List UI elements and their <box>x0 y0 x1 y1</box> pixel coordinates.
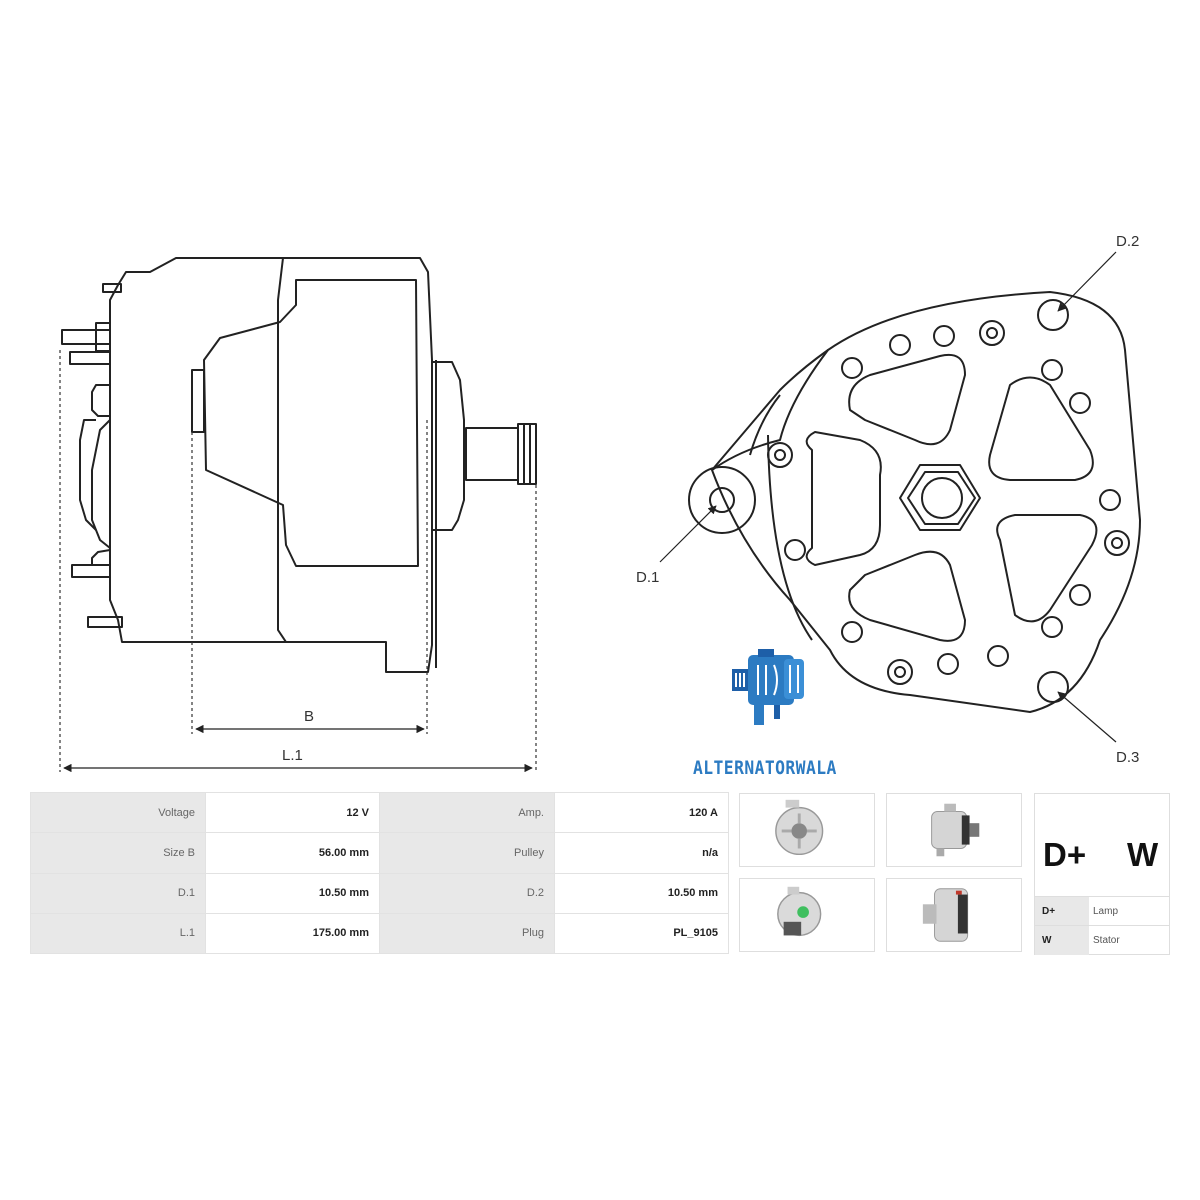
spec-value: n/a <box>554 832 729 874</box>
terminal-headline: D+ W <box>1035 794 1169 897</box>
dim-label-b: B <box>304 708 314 725</box>
spec-value: PL_9105 <box>554 912 729 955</box>
brand-name: ALTERNATORWALA <box>693 757 837 779</box>
terminal-row: W Stator <box>1035 925 1169 955</box>
alternator-logo-icon <box>732 649 804 725</box>
terminal-headline-right: W <box>1127 836 1159 873</box>
dim-label-l1: L.1 <box>282 747 303 764</box>
dim-label-d3: D.3 <box>1116 749 1139 766</box>
spec-value: 175.00 mm <box>205 912 380 955</box>
alternator-back-photo-icon <box>775 799 824 856</box>
terminal-key: D+ <box>1035 897 1089 926</box>
technical-drawing: B L.1 <box>59 233 1141 773</box>
front-view <box>688 291 1141 713</box>
table-row: D.1 10.50 mm D.2 10.50 mm <box>30 872 729 914</box>
photo-thumbnail[interactable] <box>886 878 1022 952</box>
spec-value: 56.00 mm <box>205 832 380 874</box>
dim-label-d2: D.2 <box>1116 233 1139 250</box>
terminal-headline-left: D+ <box>1043 836 1087 873</box>
table-row: Size B 56.00 mm Pulley n/a <box>30 832 729 874</box>
spec-value: 120 A <box>554 791 729 834</box>
alternator-rear-angle-photo-icon <box>777 886 822 937</box>
spec-label: D.2 <box>379 872 555 914</box>
photo-thumbnail[interactable] <box>739 878 875 952</box>
terminal-value: Stator <box>1093 935 1120 946</box>
terminal-value: Lamp <box>1093 906 1119 917</box>
spec-label: D.1 <box>30 872 206 914</box>
leader-lines <box>659 251 1117 743</box>
side-view <box>61 257 537 673</box>
photo-thumbnail[interactable] <box>739 793 875 867</box>
table-row: Voltage 12 V Amp. 120 A <box>30 791 729 834</box>
spec-label: Size B <box>30 832 206 874</box>
spec-label: Amp. <box>379 791 555 834</box>
photo-thumbnail[interactable] <box>886 793 1022 867</box>
spec-label: Plug <box>379 912 555 955</box>
dim-label-d1: D.1 <box>636 569 659 586</box>
dimension-lines <box>59 350 537 773</box>
terminal-legend: D+ W D+ Lamp W Stator <box>1034 793 1170 955</box>
terminal-row: D+ Lamp <box>1035 896 1169 926</box>
spec-table: Voltage 12 V Amp. 120 A Size B 56.00 mm … <box>30 791 729 955</box>
alternator-side-angle-photo-icon <box>922 888 969 942</box>
terminal-key: W <box>1035 926 1089 955</box>
alternator-side-photo-icon <box>931 803 980 857</box>
spec-value: 10.50 mm <box>554 872 729 914</box>
spec-value: 10.50 mm <box>205 872 380 914</box>
table-row: L.1 175.00 mm Plug PL_9105 <box>30 912 729 955</box>
spec-label: Voltage <box>30 791 206 834</box>
spec-value: 12 V <box>205 791 380 834</box>
spec-label: Pulley <box>379 832 555 874</box>
spec-label: L.1 <box>30 912 206 955</box>
